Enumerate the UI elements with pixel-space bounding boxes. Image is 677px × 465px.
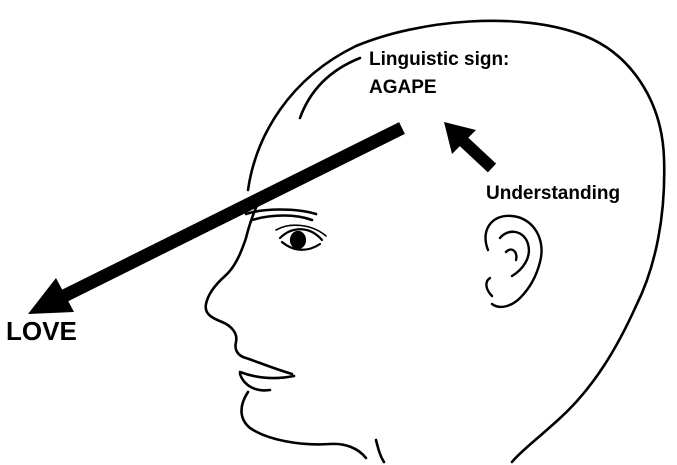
understanding-arrow (444, 122, 492, 168)
brow-2 (252, 216, 312, 221)
sign-label-line2: AGAPE (369, 74, 509, 102)
understanding-label: Understanding (486, 183, 620, 205)
chin-jaw (242, 392, 367, 458)
nose-line (222, 322, 246, 358)
sign-label-line1: Linguistic sign: (369, 46, 509, 74)
brow (246, 210, 316, 215)
neck-front (376, 440, 384, 462)
hair-inner-line (300, 58, 360, 118)
eye-icon (276, 225, 326, 250)
linguistic-sign-label: Linguistic sign: AGAPE (369, 46, 509, 102)
upper-lip (246, 358, 292, 374)
love-label: LOVE (6, 316, 77, 347)
ear-icon (485, 216, 541, 307)
